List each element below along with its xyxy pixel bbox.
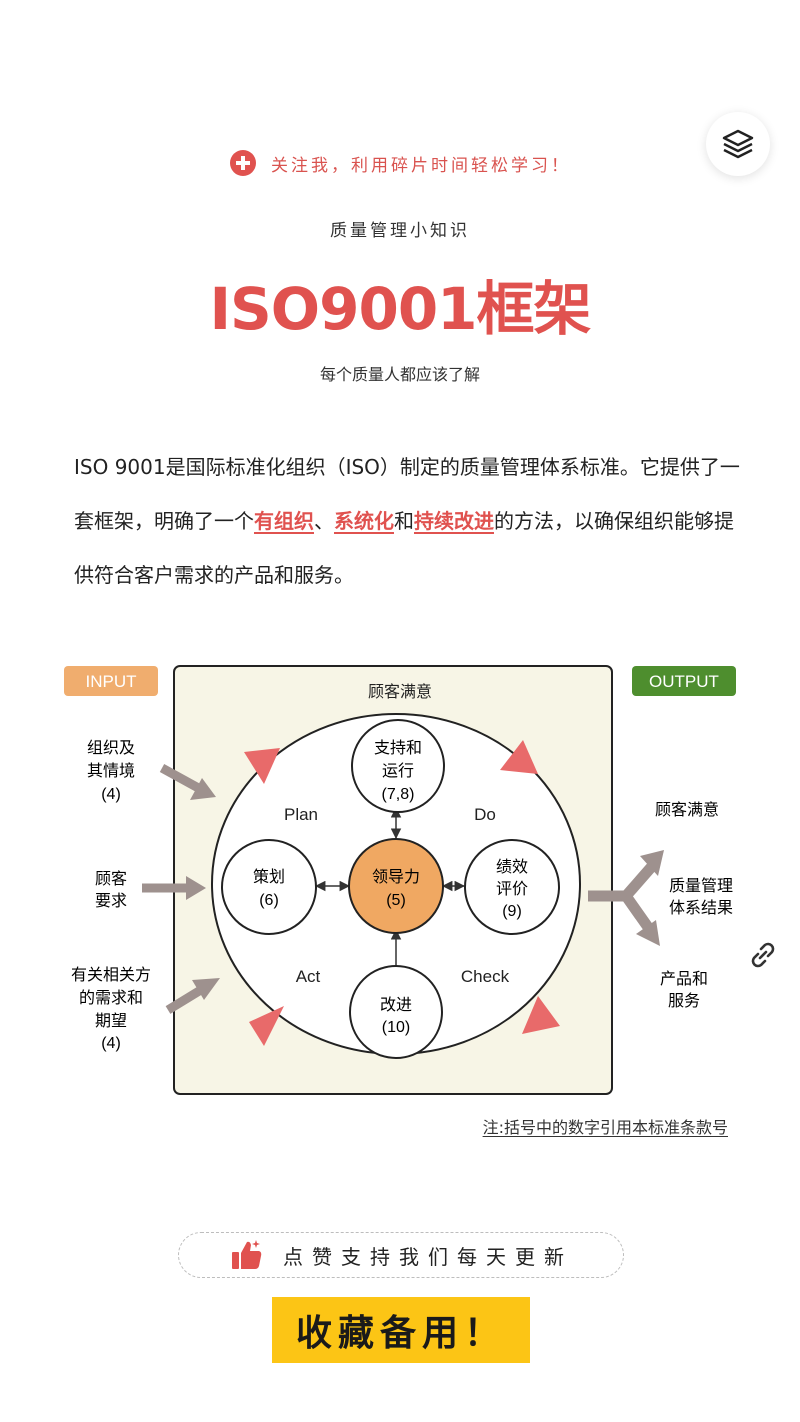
intro-text: 的方法，以确保组织能够提供符合客户需求的产品和服务。 bbox=[74, 509, 734, 587]
like-banner[interactable]: 点赞支持我们每天更新 bbox=[178, 1232, 624, 1278]
plus-circle-icon bbox=[230, 150, 256, 176]
highlight-organized: 有组织 bbox=[254, 509, 314, 533]
node-performance-evaluation bbox=[464, 839, 560, 935]
node-performance-line: 绩效 bbox=[496, 858, 528, 876]
phase-plan: Plan bbox=[284, 805, 318, 824]
layers-icon bbox=[722, 129, 754, 159]
input-customer-line: 顾客 bbox=[95, 870, 127, 888]
iso-framework-diagram: INPUT OUTPUT 顾客满意 Plan Do Act Check 支持和 … bbox=[64, 665, 736, 1095]
output-satisfaction-line: 顾客满意 bbox=[655, 800, 719, 819]
input-flow-arrow bbox=[142, 876, 206, 900]
thumbs-up-icon bbox=[232, 1240, 262, 1269]
link-icon[interactable] bbox=[746, 938, 780, 972]
output-products-line: 服务 bbox=[668, 992, 700, 1010]
output-label: OUTPUT bbox=[649, 672, 719, 691]
page-tagline: 每个质量人都应该了解 bbox=[319, 365, 480, 384]
phase-check: Check bbox=[461, 967, 510, 986]
phase-act: Act bbox=[296, 967, 321, 986]
cycle-arrow bbox=[244, 748, 280, 784]
node-leadership-line: (5) bbox=[386, 892, 406, 909]
highlight-systematic: 系统化 bbox=[334, 509, 394, 533]
input-stakeholder-line: (4) bbox=[101, 1035, 121, 1052]
note-text: 注:括号中的数字引用本标准条款号 bbox=[482, 1118, 728, 1137]
cycle-arrow bbox=[522, 996, 560, 1034]
cycle-arrow bbox=[500, 740, 538, 774]
node-planning-line: 策划 bbox=[253, 868, 285, 886]
node-planning bbox=[221, 839, 317, 935]
layers-button[interactable] bbox=[706, 112, 770, 176]
node-leadership bbox=[348, 838, 444, 934]
input-stakeholder-line: 的需求和 bbox=[79, 989, 143, 1007]
input-badge bbox=[64, 666, 158, 696]
follow-text: 关注我，利用碎片时间轻松学习！ bbox=[271, 155, 571, 176]
intro-sep: 和 bbox=[394, 509, 414, 533]
intro-paragraph: ISO 9001是国际标准化组织（ISO）制定的质量管理体系标准。它提供了一套框… bbox=[74, 440, 744, 602]
input-flow-arrow bbox=[165, 978, 220, 1014]
node-performance-line: 评价 bbox=[496, 880, 528, 898]
output-results-line: 质量管理 bbox=[669, 877, 733, 895]
node-support-operation bbox=[351, 719, 445, 813]
output-badge bbox=[632, 666, 736, 696]
input-context-line: (4) bbox=[101, 786, 121, 803]
input-flow-arrow bbox=[159, 764, 216, 800]
output-flow-arrow bbox=[588, 850, 664, 946]
input-stakeholder-line: 期望 bbox=[95, 1012, 127, 1030]
node-improvement-line: (10) bbox=[382, 1019, 410, 1036]
node-improvement bbox=[349, 965, 443, 1059]
input-context-line: 组织及 bbox=[87, 739, 135, 757]
output-results-line: 体系结果 bbox=[669, 899, 733, 917]
input-customer-line: 要求 bbox=[95, 892, 127, 910]
node-support-line: 运行 bbox=[382, 762, 414, 780]
intro-text: ISO 9001是国际标准化组织（ISO）制定的质量管理体系标准。它提供了一套框… bbox=[74, 455, 740, 533]
node-performance-line: (9) bbox=[502, 903, 522, 920]
like-text: 点赞支持我们每天更新 bbox=[283, 1244, 573, 1269]
highlight-continuous-improvement: 持续改进 bbox=[414, 509, 494, 533]
cycle-arrow bbox=[249, 1006, 284, 1046]
diagram-note: 注:括号中的数字引用本标准条款号 bbox=[0, 1114, 728, 1138]
input-stakeholder-line: 有关相关方 bbox=[71, 966, 151, 984]
intro-sep: 、 bbox=[314, 509, 334, 533]
input-label: INPUT bbox=[86, 672, 137, 691]
input-context-line: 其情境 bbox=[87, 761, 135, 780]
phase-do: Do bbox=[474, 805, 496, 824]
output-products-line: 产品和 bbox=[660, 970, 708, 988]
panel-top-label: 顾客满意 bbox=[368, 682, 432, 701]
node-support-line: 支持和 bbox=[374, 739, 422, 757]
node-planning-line: (6) bbox=[259, 892, 279, 909]
node-leadership-line: 领导力 bbox=[372, 868, 420, 886]
collect-banner[interactable]: 收藏备用！ bbox=[272, 1297, 530, 1363]
node-improvement-line: 改进 bbox=[380, 996, 412, 1014]
page-subtitle: 质量管理小知识 bbox=[330, 221, 470, 241]
follow-banner[interactable]: 关注我，利用碎片时间轻松学习！ bbox=[0, 146, 800, 180]
page-title: ISO9001框架 bbox=[209, 275, 591, 343]
collect-text: 收藏备用！ bbox=[295, 1312, 506, 1354]
node-support-line: (7,8) bbox=[382, 786, 415, 803]
